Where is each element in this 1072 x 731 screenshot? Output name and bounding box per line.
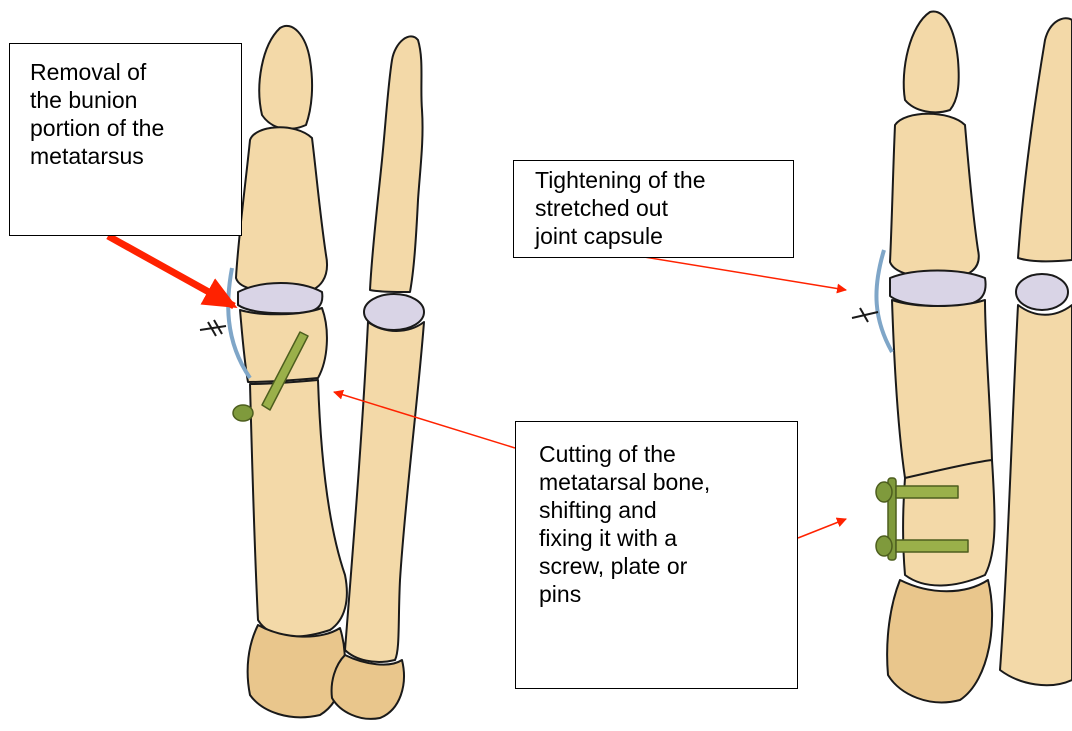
left-second-toe (370, 36, 423, 292)
right-second-toe (1018, 18, 1072, 261)
right-big-toe-distal-phalanx (904, 12, 959, 113)
left-screw-head (233, 405, 253, 421)
callout-tightening: Tightening of the stretched out joint ca… (513, 160, 794, 258)
right-second-joint-cartilage (1016, 274, 1068, 310)
callout-cutting: Cutting of the metatarsal bone, shifting… (515, 421, 798, 689)
left-cuneiform (248, 625, 345, 717)
right-pin-wire (876, 250, 892, 352)
right-suture-knot (852, 308, 878, 322)
left-second-cuneiform (332, 655, 404, 719)
right-metatarsal-shaft (903, 460, 994, 586)
left-big-toe-distal-phalanx (259, 26, 312, 129)
right-screw-upper (896, 486, 958, 498)
right-metatarsal-head (892, 300, 992, 478)
right-big-toe-proximal-phalanx (890, 114, 979, 278)
right-foot-illustration (852, 12, 1072, 703)
right-cuneiform (887, 580, 992, 702)
left-second-metatarsal (345, 322, 424, 662)
right-screw-lower (896, 540, 968, 552)
right-screw-head-lower (876, 536, 892, 556)
right-screw-head-upper (876, 482, 892, 502)
left-big-toe-proximal-phalanx (236, 127, 327, 292)
left-joint-cartilage (238, 283, 322, 313)
left-suture-knot (200, 320, 226, 336)
callout-removal: Removal of the bunion portion of the met… (9, 43, 242, 236)
tighten-arrow (620, 253, 846, 290)
cutting-arrow-right (798, 519, 846, 538)
right-second-metatarsal (1000, 305, 1072, 685)
removal-arrow (108, 236, 234, 306)
right-joint-cartilage (890, 271, 986, 307)
left-metatarsal-shaft (250, 380, 347, 637)
